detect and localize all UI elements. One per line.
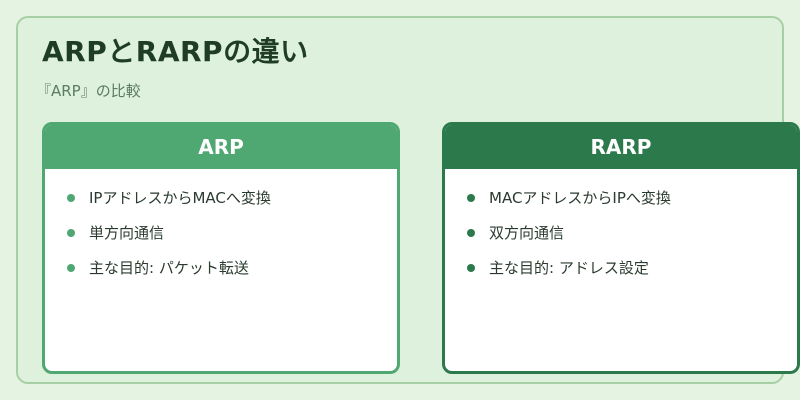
- arp-card-header: ARP: [45, 125, 397, 169]
- list-item-label: IPアドレスからMACへ変換: [89, 189, 271, 207]
- rarp-feature-list: MACアドレスからIPへ変換 双方向通信 主な目的: アドレス設定: [445, 169, 797, 288]
- rarp-card-header: RARP: [445, 125, 797, 169]
- list-item: IPアドレスからMACへ変換: [67, 183, 397, 218]
- bullet-icon: [467, 194, 475, 202]
- bullet-icon: [467, 264, 475, 272]
- list-item-label: 主な目的: パケット転送: [89, 259, 249, 277]
- diagram-container: ARPとRARPの違い 『ARP』の比較 ARP IPアドレスからMACへ変換 …: [16, 16, 800, 384]
- bullet-icon: [67, 194, 75, 202]
- list-item-label: MACアドレスからIPへ変換: [489, 189, 671, 207]
- bullet-icon: [67, 229, 75, 237]
- list-item: MACアドレスからIPへ変換: [467, 183, 797, 218]
- list-item-label: 主な目的: アドレス設定: [489, 259, 649, 277]
- list-item: 主な目的: アドレス設定: [467, 253, 797, 288]
- list-item: 双方向通信: [467, 218, 797, 253]
- diagram-subtitle: 『ARP』の比較: [36, 82, 141, 100]
- bullet-icon: [467, 229, 475, 237]
- list-item: 主な目的: パケット転送: [67, 253, 397, 288]
- rarp-card: RARP MACアドレスからIPへ変換 双方向通信 主な目的: アドレス設定: [442, 122, 800, 374]
- arp-card: ARP IPアドレスからMACへ変換 単方向通信 主な目的: パケット転送: [42, 122, 400, 374]
- bullet-icon: [67, 264, 75, 272]
- list-item-label: 単方向通信: [89, 224, 165, 242]
- list-item: 単方向通信: [67, 218, 397, 253]
- arp-feature-list: IPアドレスからMACへ変換 単方向通信 主な目的: パケット転送: [45, 169, 397, 288]
- list-item-label: 双方向通信: [489, 224, 565, 242]
- diagram-title: ARPとRARPの違い: [42, 35, 309, 68]
